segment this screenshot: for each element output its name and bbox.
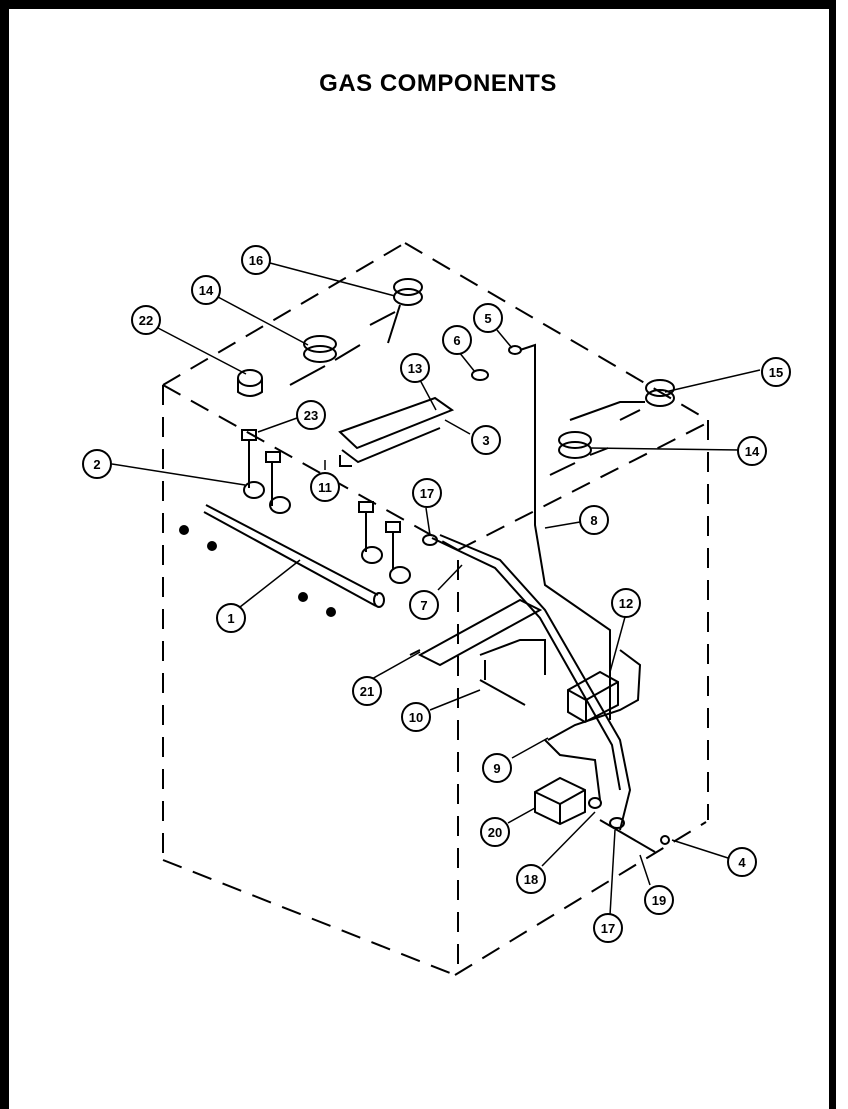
diagram-title: GAS COMPONENTS — [319, 70, 557, 97]
callout-label: 6 — [453, 333, 460, 348]
callout-label: 5 — [484, 311, 491, 326]
knob — [237, 369, 263, 397]
callout-label: 12 — [619, 596, 633, 611]
callout-label: 18 — [524, 872, 538, 887]
callout-9: 9 — [482, 753, 512, 783]
callout-5: 5 — [473, 303, 503, 333]
burner-front-left — [289, 335, 361, 386]
valve-cluster-left — [241, 429, 291, 514]
callout-11: 11 — [310, 472, 340, 502]
leader-lines — [111, 262, 761, 916]
callout-label: 11 — [318, 480, 332, 495]
callouts: 16 14 22 23 2 5 6 13 3 11 15 14 17 8 1 7… — [82, 245, 791, 943]
callout-17-bottom: 17 — [593, 913, 623, 943]
burner-front-right — [549, 431, 609, 476]
callout-label: 19 — [652, 893, 666, 908]
callout-label: 16 — [249, 253, 263, 268]
callout-label: 8 — [590, 513, 597, 528]
callout-label: 14 — [745, 444, 760, 459]
callout-label: 2 — [93, 457, 100, 472]
callout-12: 12 — [611, 588, 641, 618]
callout-22: 22 — [131, 305, 161, 335]
callout-label: 15 — [769, 365, 783, 380]
callout-label: 7 — [420, 598, 427, 613]
callout-18: 18 — [516, 864, 546, 894]
callout-23: 23 — [296, 400, 326, 430]
callout-19: 19 — [644, 885, 674, 915]
bracket — [338, 396, 455, 467]
callout-label: 9 — [493, 761, 500, 776]
callout-label: 20 — [488, 825, 502, 840]
callout-8: 8 — [579, 505, 609, 535]
junction-block — [534, 776, 586, 826]
callout-label: 14 — [199, 283, 214, 298]
callout-label: 10 — [409, 710, 423, 725]
screws — [179, 525, 336, 617]
callout-label: 4 — [738, 855, 746, 870]
callout-label: 13 — [408, 361, 422, 376]
frame-left-border — [0, 0, 9, 1109]
callout-1: 1 — [216, 603, 246, 633]
callout-14-right: 14 — [737, 436, 767, 466]
manifold-pipe — [203, 504, 385, 608]
valve-cluster-right — [358, 501, 411, 584]
callout-15: 15 — [761, 357, 791, 387]
callout-2: 2 — [82, 449, 112, 479]
callout-10: 10 — [401, 702, 431, 732]
callout-4: 4 — [727, 847, 757, 877]
frame-top-border — [0, 0, 836, 9]
callout-label: 23 — [304, 408, 318, 423]
callout-label: 17 — [601, 921, 615, 936]
callout-6: 6 — [442, 325, 472, 355]
callout-20: 20 — [480, 817, 510, 847]
burner-rear-right — [569, 379, 675, 421]
callout-21: 21 — [352, 676, 382, 706]
callout-13: 13 — [400, 353, 430, 383]
callout-label: 21 — [360, 684, 374, 699]
callout-3: 3 — [471, 425, 501, 455]
callout-16: 16 — [241, 245, 271, 275]
callout-7: 7 — [409, 590, 439, 620]
frame-right-border — [829, 0, 836, 1109]
callout-label: 1 — [227, 611, 234, 626]
regulator-box — [567, 670, 619, 724]
callout-14: 14 — [191, 275, 221, 305]
callout-17: 17 — [412, 478, 442, 508]
fittings — [422, 345, 670, 853]
gas-lines — [431, 343, 642, 831]
callout-label: 22 — [139, 313, 153, 328]
callout-label: 17 — [420, 486, 434, 501]
callout-label: 3 — [482, 433, 489, 448]
burner-rear-left — [369, 278, 423, 344]
oven-burner — [409, 598, 543, 667]
